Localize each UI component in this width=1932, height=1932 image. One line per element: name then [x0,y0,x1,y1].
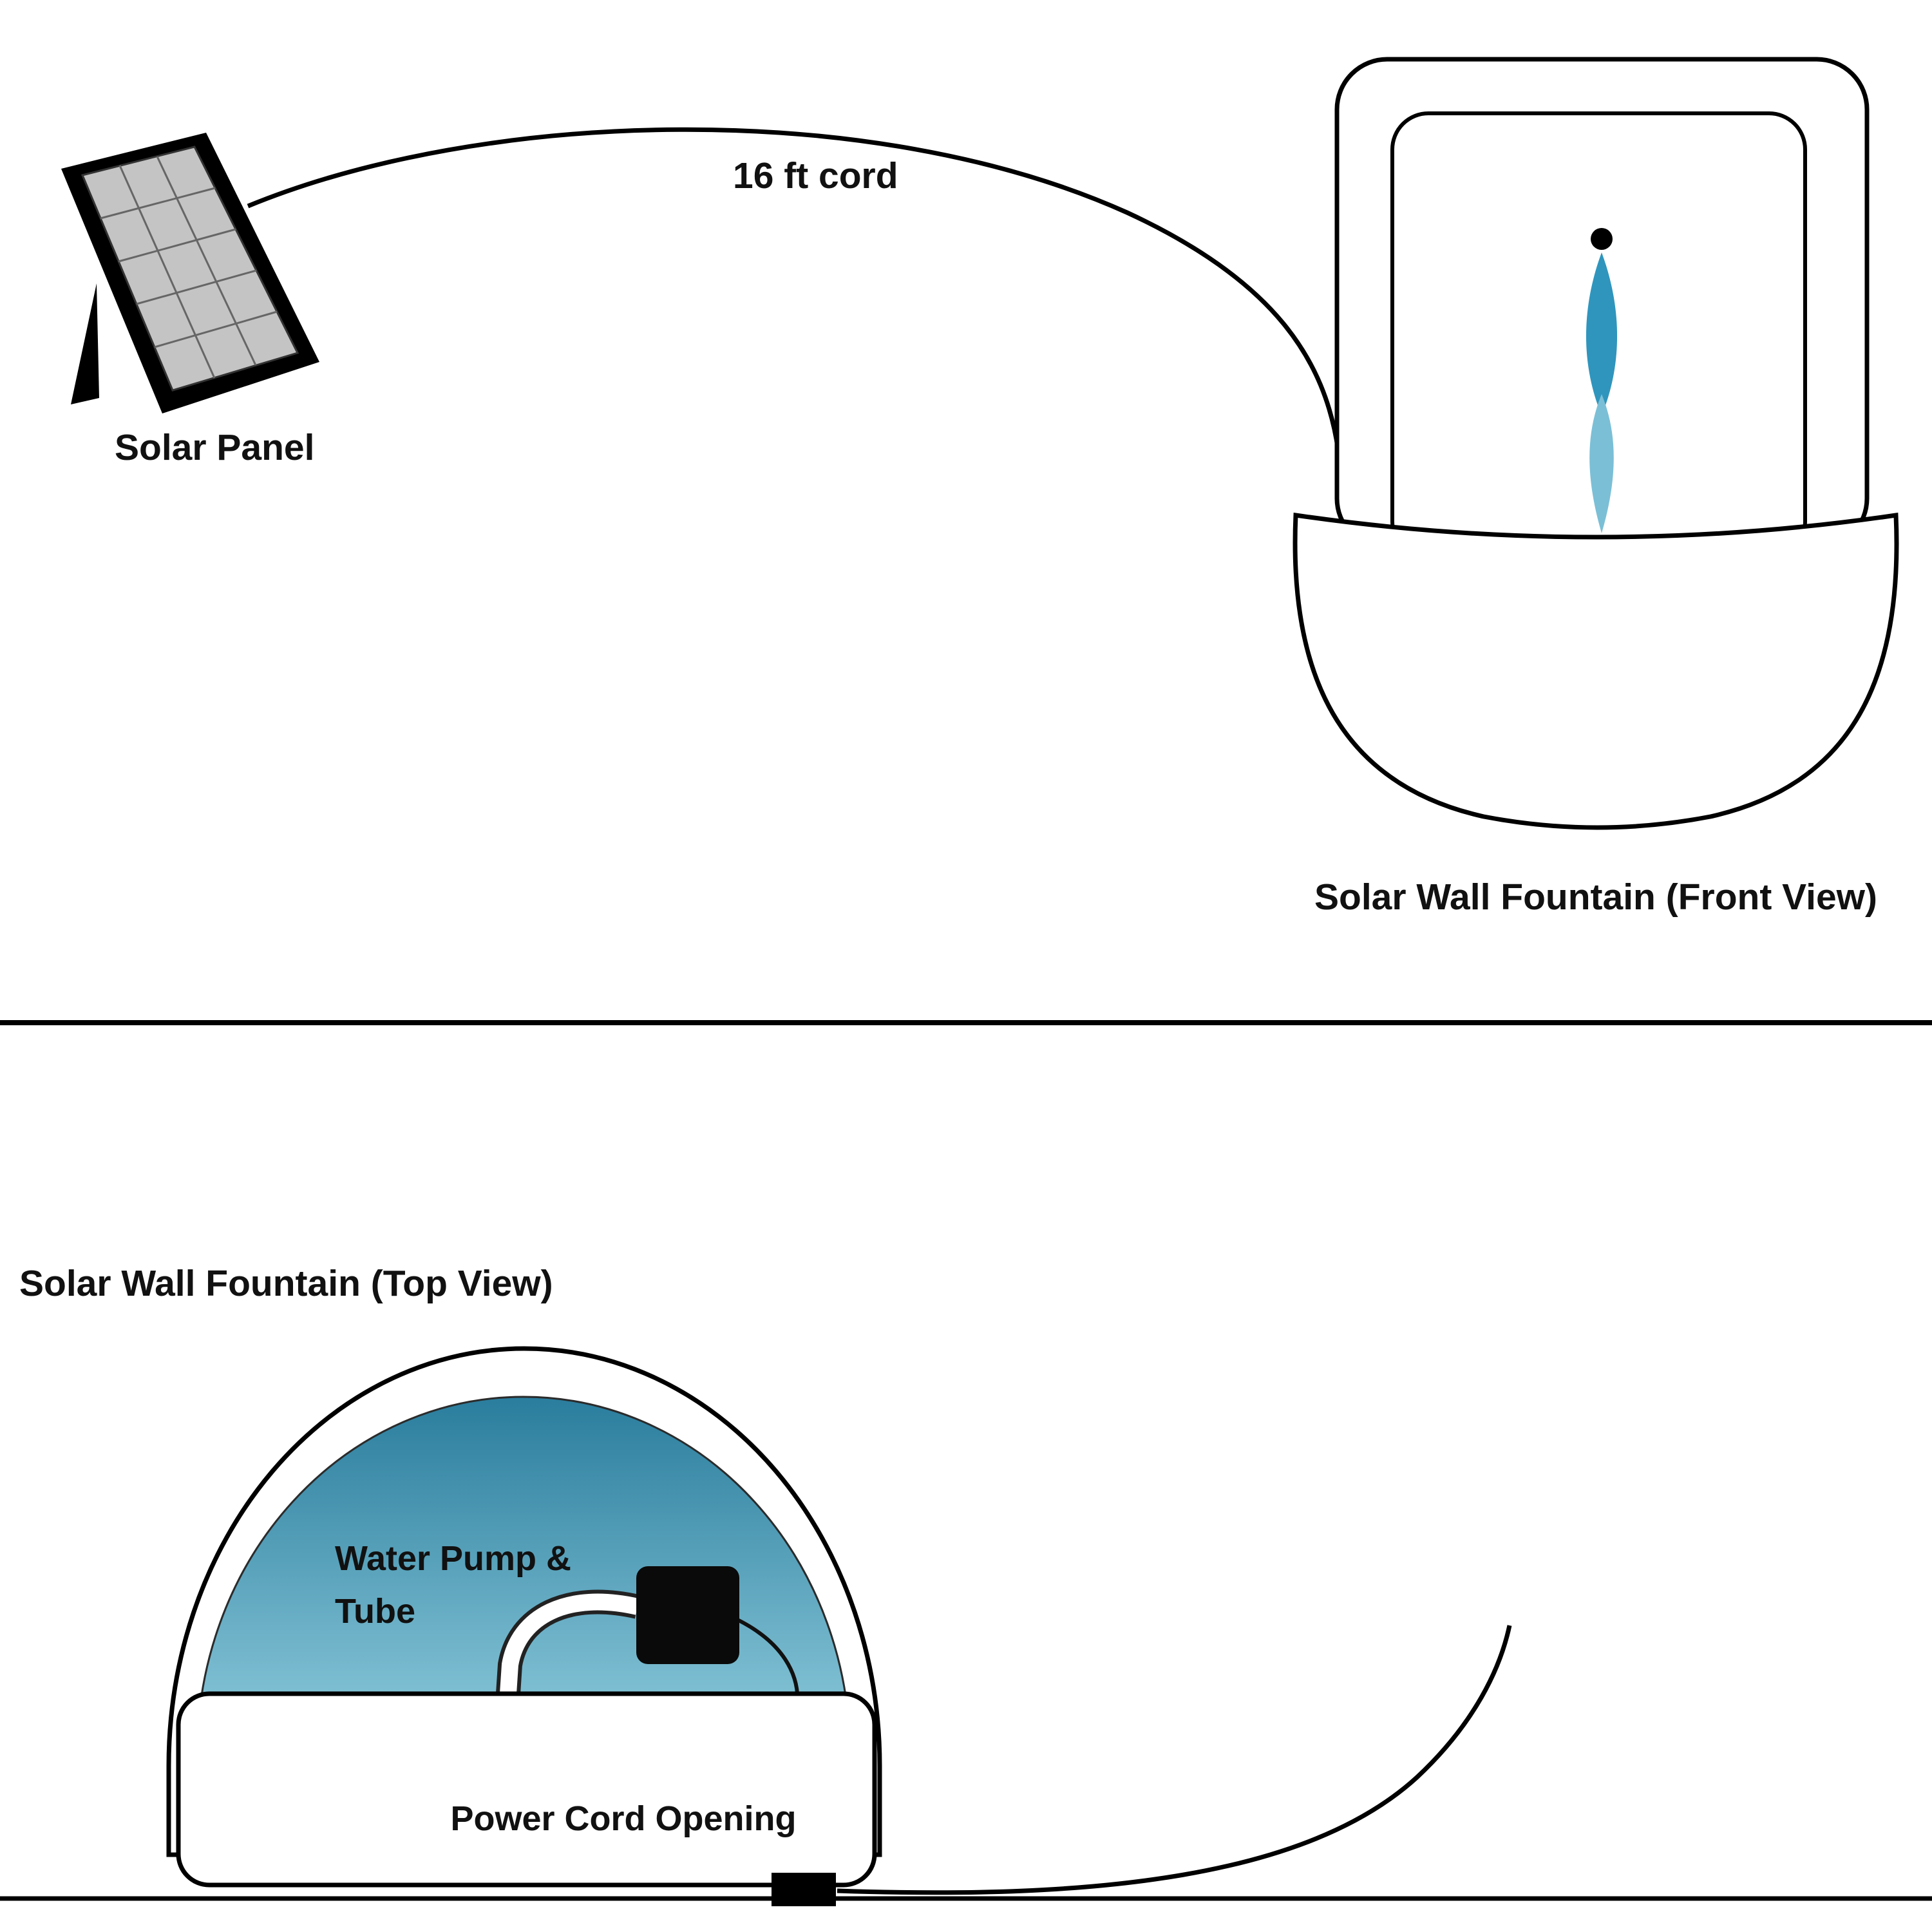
water-jet-lower [1589,394,1614,533]
water-pump-label-line2: Tube [335,1592,415,1631]
solar-panel-stand-leg [71,283,99,404]
fountain-base-rim [176,1691,877,1888]
solar-panel-label: Solar Panel [115,427,314,468]
water-pump-label-line1: Water Pump & [335,1539,571,1578]
water-pump [636,1566,739,1664]
wall-fountain-top-view: Water Pump & Tube Power Cord Opening [166,1346,882,1906]
fountain-basin [1293,512,1899,830]
power-cord-stub [772,1873,836,1906]
solar-panel-face [80,146,299,392]
cord-length-label: 16 ft cord [733,155,898,196]
pump-tube [499,1593,639,1704]
wall-fountain-front-view [1293,57,1899,830]
solar-panel [61,133,319,413]
water-jet-upper [1586,252,1618,415]
power-cord-front [247,127,1341,451]
top-view-caption: Solar Wall Fountain (Top View) [19,1263,553,1304]
power-cord-top-view [837,1625,1512,1895]
fountain-spout-dot [1591,228,1613,250]
front-view-caption: Solar Wall Fountain (Front View) [1314,876,1877,918]
fountain-water-surface [196,1396,851,1756]
solar-panel-gridlines [100,156,278,379]
power-cord-opening-label: Power Cord Opening [450,1799,796,1838]
